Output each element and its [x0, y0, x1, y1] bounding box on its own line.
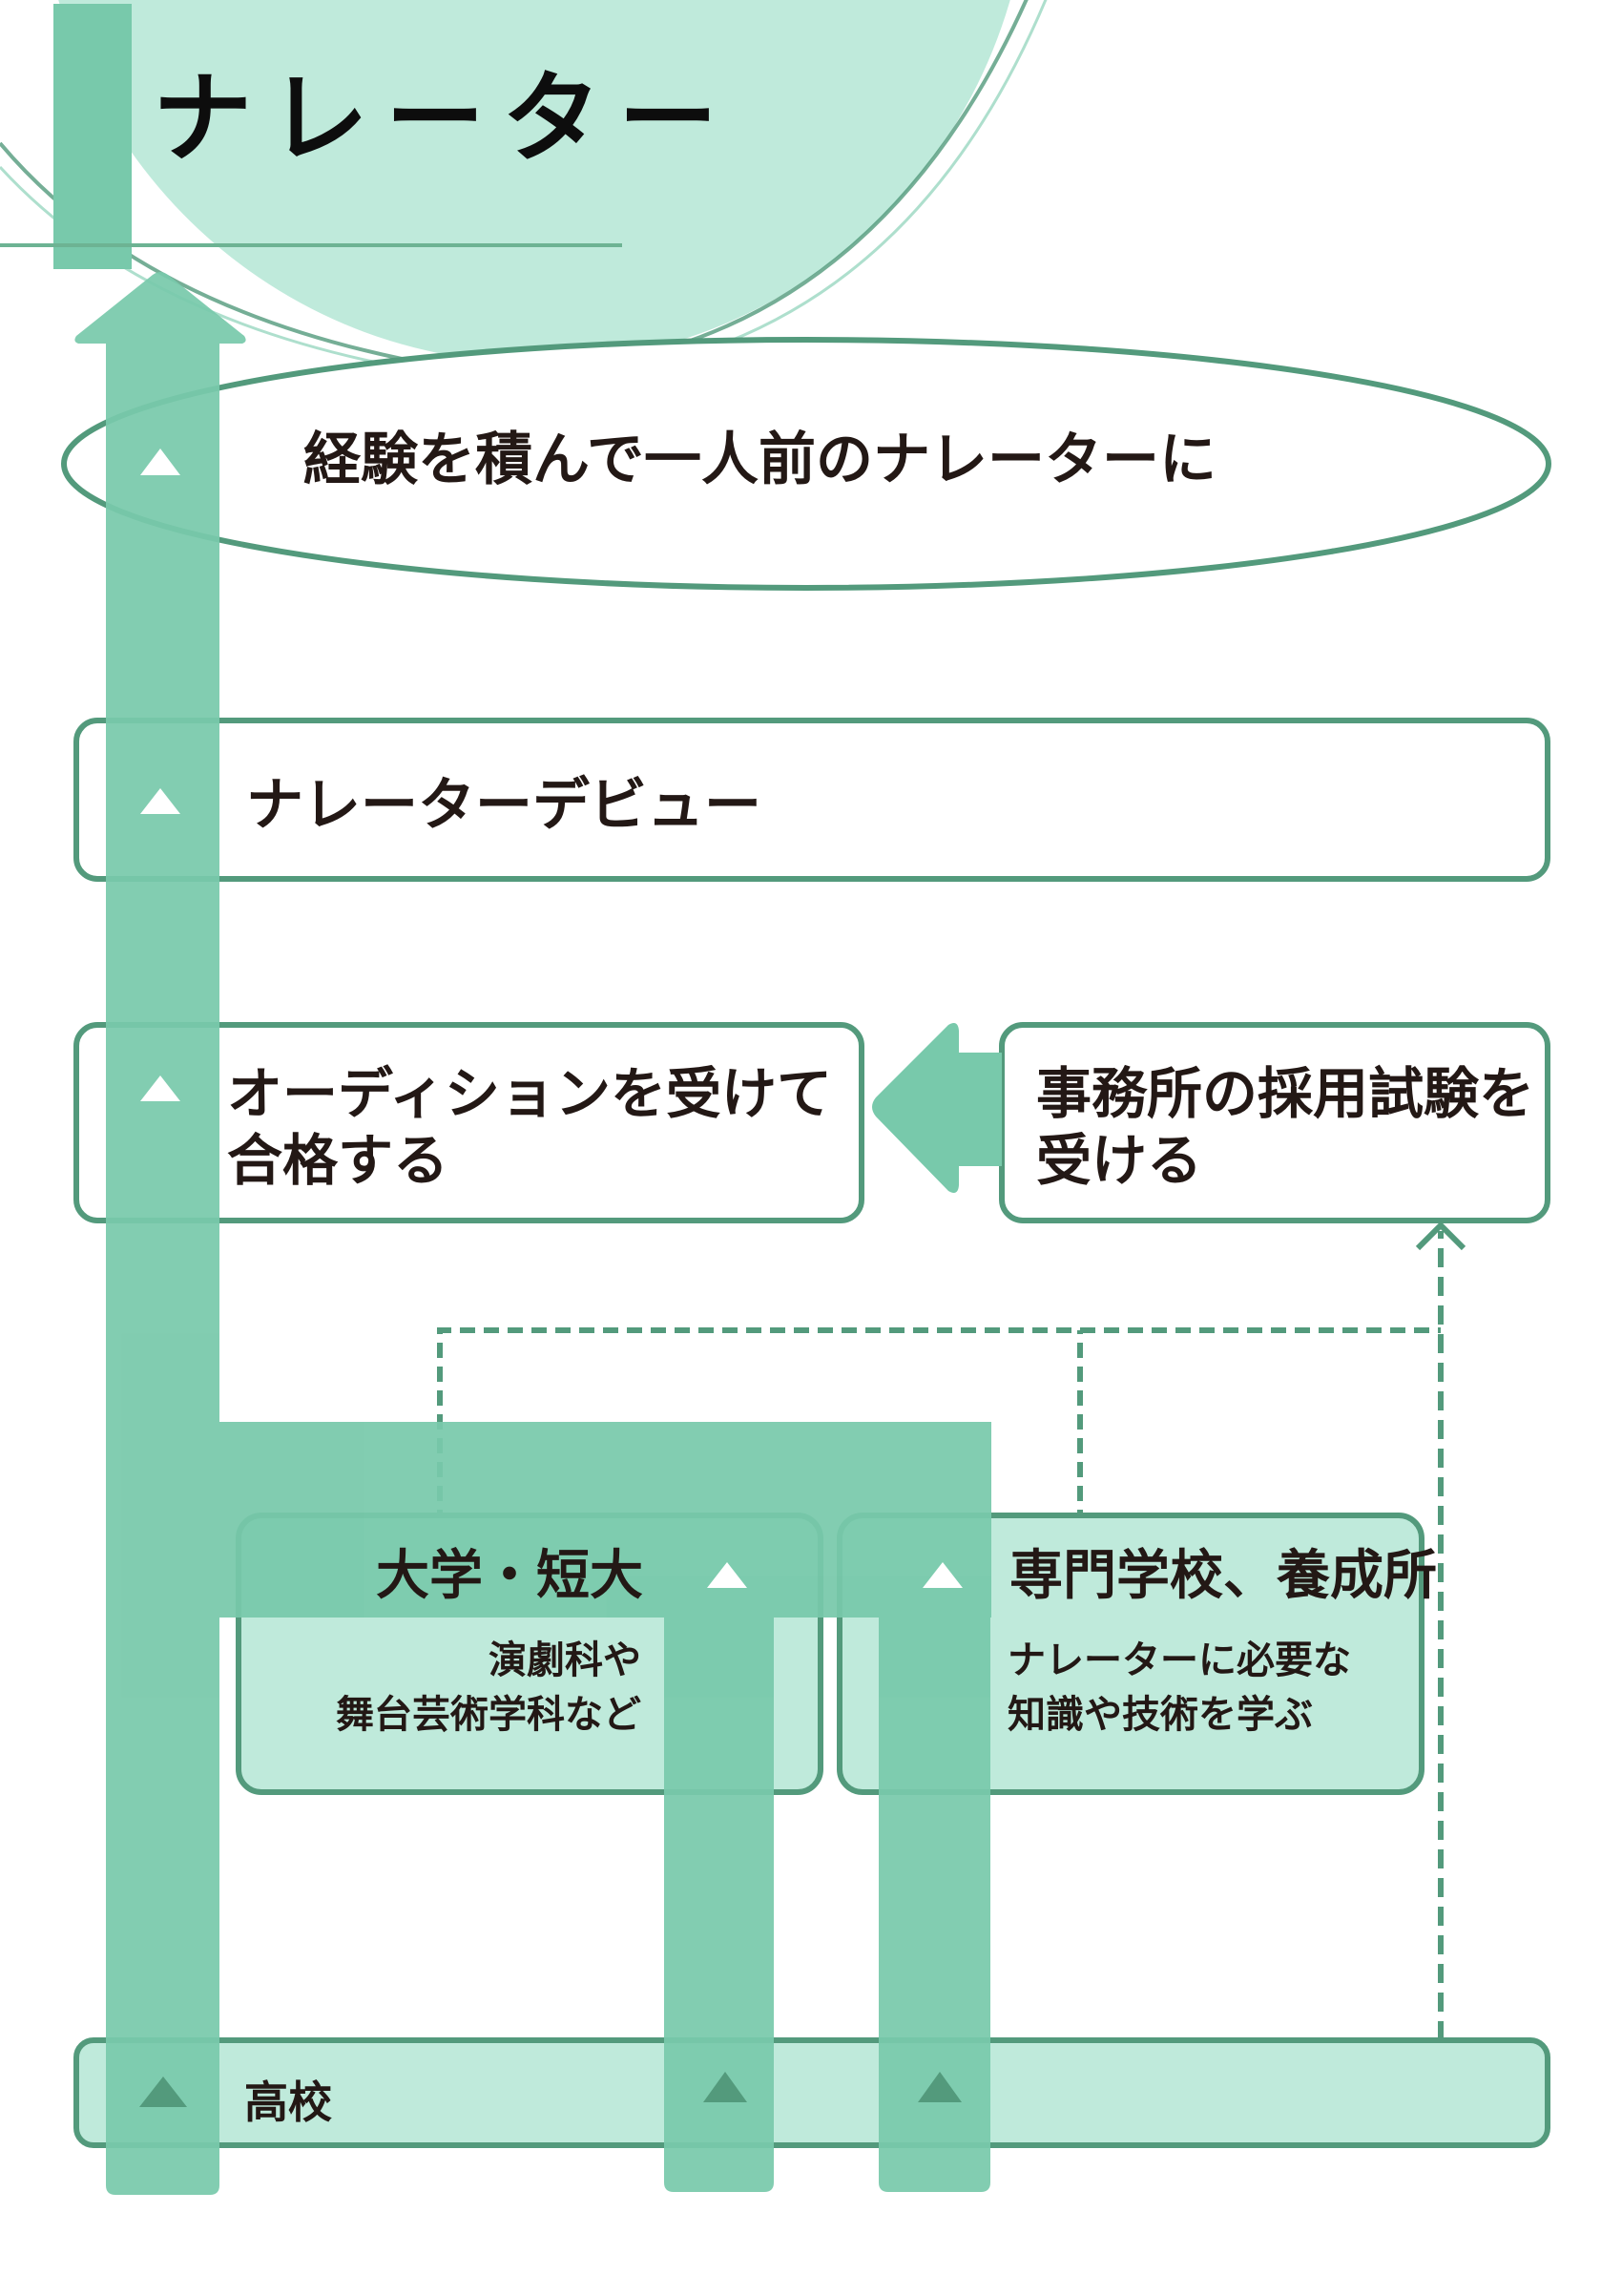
goal-ellipse — [61, 337, 1551, 591]
left-arrow-icon — [872, 1023, 1002, 1193]
agency-exam-label: 事務所の採用試験を 受ける — [1036, 1061, 1534, 1194]
debut-label: ナレーターデビュー — [246, 772, 761, 839]
header-accent-bar — [53, 4, 132, 269]
agency-exam-label-line2: 受ける — [1036, 1127, 1203, 1193]
debut-box — [73, 718, 1550, 882]
university-desc-line1: 演劇科や — [489, 1639, 641, 1682]
agency-exam-label-line1: 事務所の採用試験を — [1036, 1061, 1535, 1126]
audition-label: オーディションを受けて 合格する — [227, 1061, 832, 1194]
vocational-desc: ナレーターに必要な 知識や技術を学ぶ — [1008, 1634, 1351, 1743]
university-desc-line2: 舞台芸術学科など — [336, 1692, 641, 1737]
vocational-desc-line1: ナレーターに必要な — [1008, 1639, 1351, 1682]
audition-box — [73, 1022, 864, 1223]
audition-label-line1: オーディションを受けて — [227, 1061, 832, 1126]
goal-label: 経験を積んで一人前のナレーターに — [303, 427, 1216, 493]
vocational-title: 専門学校、養成所 — [1009, 1545, 1437, 1607]
university-desc: 演劇科や 舞台芸術学科など — [336, 1634, 641, 1743]
high-school-box — [73, 2037, 1550, 2148]
up-triangle-icon — [139, 449, 963, 2107]
vocational-desc-line2: 知識や技術を学ぶ — [1008, 1692, 1313, 1737]
page-title: ナレーター — [153, 59, 736, 177]
high-school-label: 高校 — [244, 2077, 332, 2128]
title-underline — [0, 243, 622, 247]
university-title: 大学・短大 — [376, 1545, 643, 1607]
audition-label-line2: 合格する — [227, 1127, 449, 1193]
flow-bars — [74, 272, 991, 2195]
up-arrow-icon — [74, 272, 246, 2195]
